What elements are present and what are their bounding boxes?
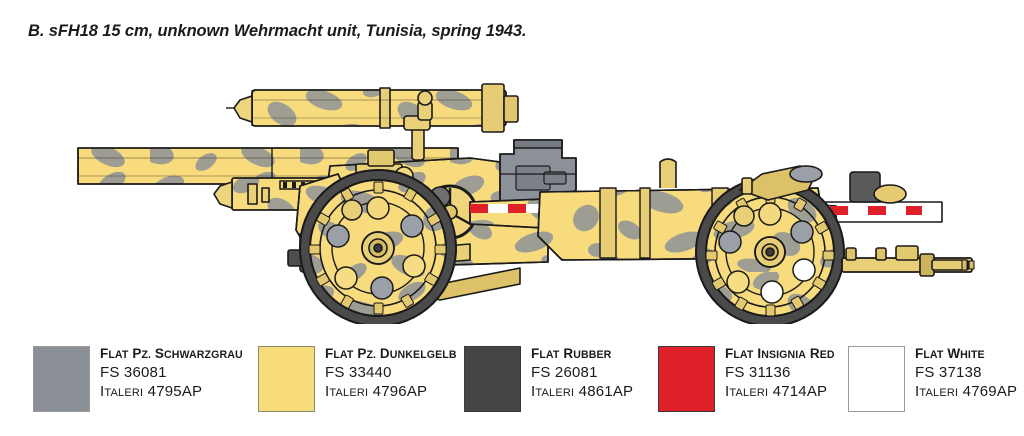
legend-entry-2: FLAT RUBBER FS 26081 ITALERI 4861AP	[464, 346, 633, 412]
paint-legend: FLAT PZ. SCHWARZGRAU FS 36081 ITALERI 47…	[0, 340, 1024, 436]
recuperator-cylinder	[226, 83, 519, 133]
trail-spade	[841, 245, 975, 277]
color-swatch-insignia-red	[658, 346, 715, 412]
rear-top-fitting	[739, 165, 823, 201]
paint-fs-2: FS 26081	[531, 363, 598, 381]
paint-name-1: FLAT PZ. DUNKELGELB	[325, 346, 457, 361]
legend-entry-0: FLAT PZ. SCHWARZGRAU FS 36081 ITALERI 47…	[33, 346, 243, 412]
paint-name-4: FLAT WHITE	[915, 346, 985, 361]
legend-text-3: FLAT INSIGNIA RED FS 31136 ITALERI 4714A…	[725, 346, 835, 399]
legend-entry-3: FLAT INSIGNIA RED FS 31136 ITALERI 4714A…	[658, 346, 835, 412]
paint-name-2: FLAT RUBBER	[531, 346, 612, 361]
paint-brand-3: ITALERI 4714AP	[725, 382, 828, 400]
paint-name-3: FLAT INSIGNIA RED	[725, 346, 835, 361]
paint-brand-4: ITALERI 4769AP	[915, 382, 1018, 400]
howitzer-illustration	[0, 62, 1024, 324]
legend-text-1: FLAT PZ. DUNKELGELB FS 33440 ITALERI 479…	[325, 346, 457, 399]
legend-text-0: FLAT PZ. SCHWARZGRAU FS 36081 ITALERI 47…	[100, 346, 243, 399]
color-swatch-rubber	[464, 346, 521, 412]
profile-caption: B. sFH18 15 cm, unknown Wehrmacht unit, …	[28, 22, 527, 40]
legend-entry-1: FLAT PZ. DUNKELGELB FS 33440 ITALERI 479…	[258, 346, 457, 412]
paint-fs-0: FS 36081	[100, 363, 167, 381]
front-wheel	[299, 169, 457, 324]
legend-text-4: FLAT WHITE FS 37138 ITALERI 4769AP	[915, 346, 1017, 399]
color-swatch-dunkelgelb	[258, 346, 315, 412]
howitzer-svg	[77, 83, 975, 324]
paint-fs-4: FS 37138	[915, 363, 982, 381]
color-swatch-schwarzgrau	[33, 346, 90, 412]
paint-fs-1: FS 33440	[325, 363, 392, 381]
color-swatch-white	[848, 346, 905, 412]
paint-brand-2: ITALERI 4861AP	[531, 382, 634, 400]
paint-brand-1: ITALERI 4796AP	[325, 382, 428, 400]
legend-text-2: FLAT RUBBER FS 26081 ITALERI 4861AP	[531, 346, 633, 399]
paint-fs-3: FS 31136	[725, 363, 791, 381]
paint-name-0: FLAT PZ. SCHWARZGRAU	[100, 346, 243, 361]
paint-brand-0: ITALERI 4795AP	[100, 382, 203, 400]
legend-entry-4: FLAT WHITE FS 37138 ITALERI 4769AP	[848, 346, 1017, 412]
rear-wheel	[695, 177, 845, 324]
